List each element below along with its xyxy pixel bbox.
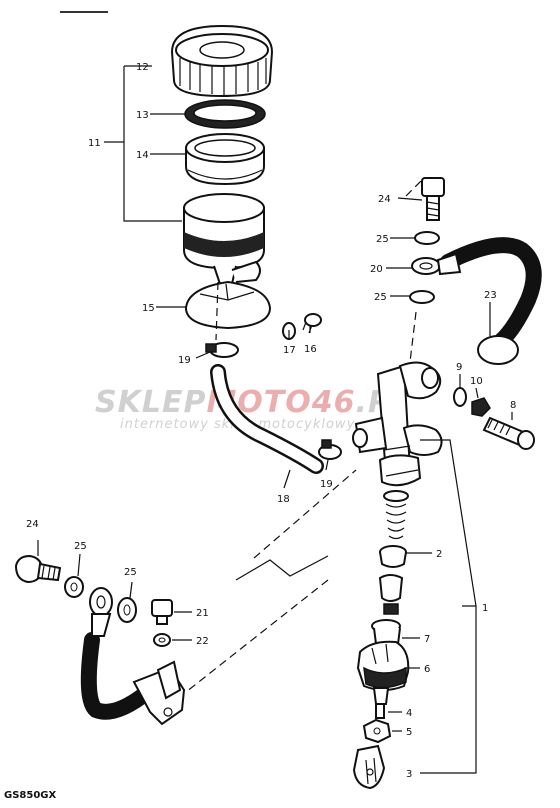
banjo-fitting-20 <box>411 252 462 276</box>
screw-16 <box>302 313 322 334</box>
watermark-brand-part1: SKLEP <box>95 385 206 420</box>
callout-13: 13 <box>136 110 149 121</box>
callout-10: 10 <box>470 376 483 387</box>
union-bolt-24-upper <box>421 177 445 221</box>
callout-3: 3 <box>406 769 412 780</box>
callout-25-upper-a: 25 <box>376 234 389 245</box>
callout-2: 2 <box>436 549 442 560</box>
callout-24-upper: 24 <box>378 194 391 205</box>
callout-20: 20 <box>370 264 383 275</box>
callout-1: 1 <box>482 603 488 614</box>
brake-hose-23 <box>440 237 542 365</box>
piston <box>378 574 404 615</box>
bolt-8 <box>482 416 535 450</box>
washer-9 <box>453 387 467 407</box>
reservoir-band <box>184 280 272 330</box>
dust-boot-6 <box>356 640 410 691</box>
diaphragm-plate <box>184 99 266 129</box>
washer-25-upper-a <box>414 231 440 245</box>
piston-cup-2 <box>379 545 407 568</box>
callout-24-lower: 24 <box>26 519 39 530</box>
callout-labels: 12 13 11 14 15 17 16 19 18 19 24 25 20 2… <box>26 62 516 780</box>
svg-text:SKLEPMOTO46.PL: SKLEPMOTO46.PL <box>95 385 411 420</box>
hose-bracket <box>132 660 186 726</box>
callout-6: 6 <box>424 664 430 675</box>
bolt-21 <box>151 599 173 625</box>
callout-7: 7 <box>424 634 430 645</box>
callout-22: 22 <box>196 636 209 647</box>
hose-clamp-19-lower <box>318 439 342 460</box>
model-code: GS850GX <box>4 790 56 801</box>
callout-25-lower-b: 25 <box>124 567 137 578</box>
callout-19-upper: 19 <box>178 355 191 366</box>
callout-15: 15 <box>142 303 155 314</box>
reservoir-hose-18 <box>210 364 324 474</box>
washer-25-upper-b <box>409 290 435 304</box>
brake-hose-lower <box>80 632 158 720</box>
callout-17: 17 <box>283 345 296 356</box>
callout-4: 4 <box>406 708 412 719</box>
push-rod <box>372 687 390 719</box>
diaphragm <box>185 133 265 186</box>
callout-11: 11 <box>88 138 101 149</box>
callout-8: 8 <box>510 400 516 411</box>
callout-9: 9 <box>456 362 462 373</box>
watermark-brand-part3: 46 <box>311 385 356 420</box>
reservoir-body <box>183 193 265 285</box>
union-bolt-24-lower <box>14 554 62 584</box>
master-cylinder-body <box>352 361 443 487</box>
callout-19-lower: 19 <box>320 479 333 490</box>
callout-23: 23 <box>484 290 497 301</box>
nut-10 <box>471 397 491 417</box>
callout-18: 18 <box>277 494 290 505</box>
callout-21: 21 <box>196 608 209 619</box>
reservoir-cap <box>170 24 274 98</box>
callout-25-upper-b: 25 <box>374 292 387 303</box>
callout-16: 16 <box>304 344 317 355</box>
banjo-fitting-lower <box>89 587 113 637</box>
leader-lines <box>37 65 513 774</box>
callout-5: 5 <box>406 727 412 738</box>
callout-14: 14 <box>136 150 149 161</box>
hose-clamp-19-upper <box>205 342 239 358</box>
nut-5 <box>362 718 392 744</box>
callout-25-lower-a: 25 <box>74 541 87 552</box>
return-spring <box>383 490 409 540</box>
clevis-3 <box>352 744 386 790</box>
callout-12: 12 <box>136 62 149 73</box>
